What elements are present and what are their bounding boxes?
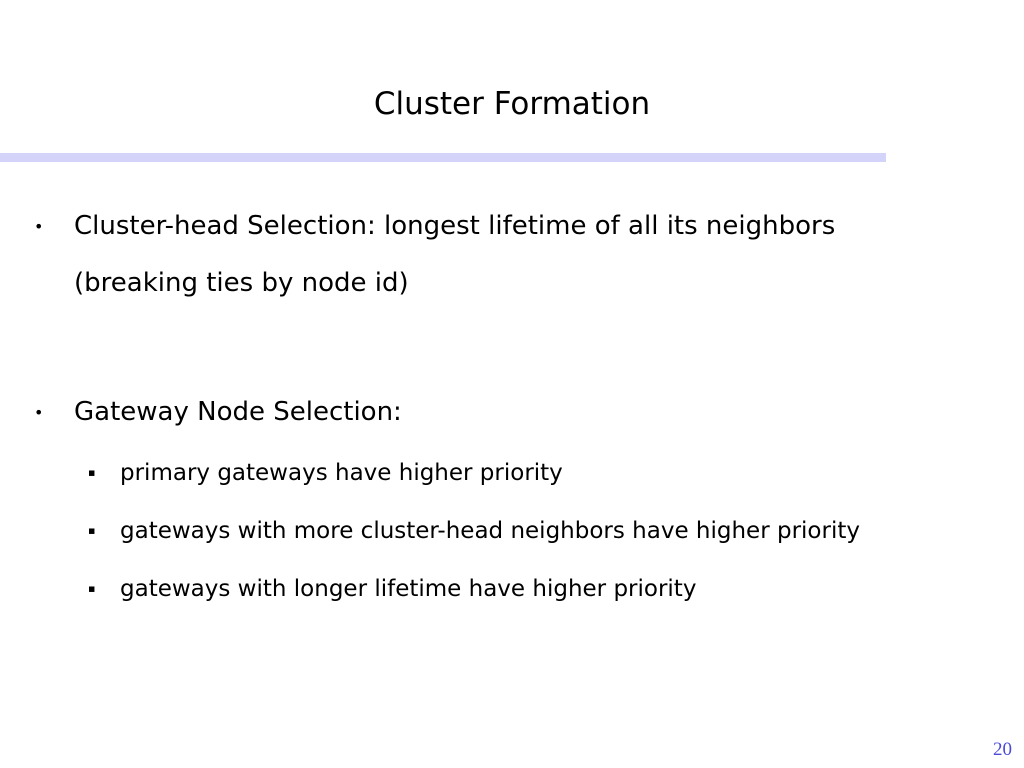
sub-bullet-text: gateways with more cluster-head neighbor… bbox=[120, 518, 860, 544]
square-bullet-icon: ▪ bbox=[88, 582, 96, 595]
sub-bullet-cluster-head-neighbors: ▪ gateways with more cluster-head neighb… bbox=[88, 516, 1008, 546]
page-number: 20 bbox=[993, 739, 1012, 760]
square-bullet-icon: ▪ bbox=[88, 524, 96, 537]
sub-bullet-primary-gateways: ▪ primary gateways have higher priority bbox=[88, 458, 1008, 488]
bullet-cluster-head-selection: • Cluster-head Selection: longest lifeti… bbox=[34, 198, 994, 312]
sub-bullet-text: primary gateways have higher priority bbox=[120, 460, 563, 486]
bullet-dot-icon: • bbox=[34, 217, 44, 236]
bullet-text-line-2: (breaking ties by node id) bbox=[74, 268, 409, 298]
title-underline-bar bbox=[0, 153, 886, 162]
sub-bullet-longer-lifetime: ▪ gateways with longer lifetime have hig… bbox=[88, 574, 1008, 604]
bullet-text-line-1: Cluster-head Selection: longest lifetime… bbox=[74, 211, 836, 241]
bullet-dot-icon: • bbox=[34, 403, 44, 422]
bullet-gateway-node-selection: • Gateway Node Selection: bbox=[34, 384, 994, 441]
sub-bullet-text: gateways with longer lifetime have highe… bbox=[120, 576, 697, 602]
square-bullet-icon: ▪ bbox=[88, 466, 96, 479]
slide-title: Cluster Formation bbox=[373, 86, 651, 122]
bullet-text: Gateway Node Selection: bbox=[74, 397, 402, 427]
